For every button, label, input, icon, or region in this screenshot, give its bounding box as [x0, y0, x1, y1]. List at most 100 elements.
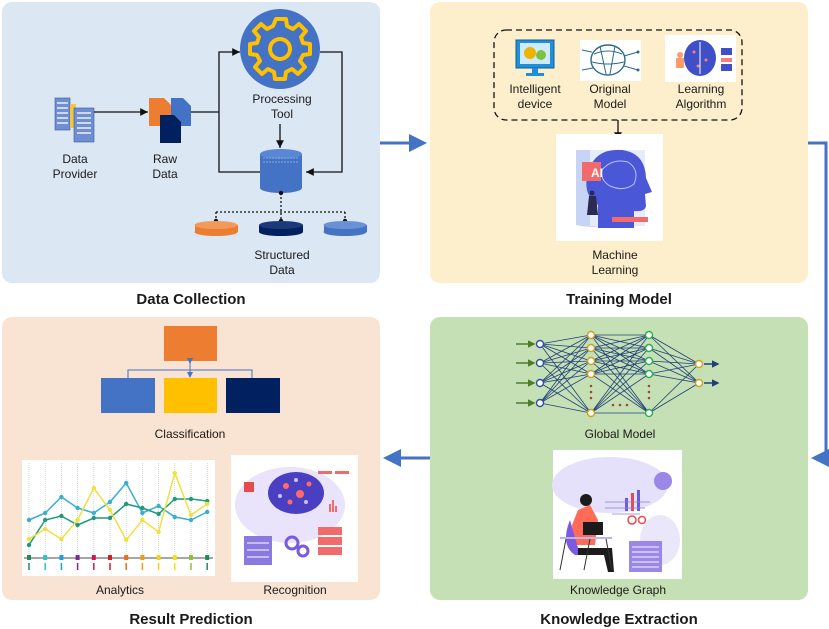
nn-edge [648, 363, 700, 375]
nn-edge [539, 334, 592, 345]
nn-edge [590, 360, 650, 414]
gear-icon [240, 9, 320, 89]
analytics-point [156, 503, 161, 509]
nn-edge [590, 334, 650, 375]
structured-db-navy [259, 221, 303, 236]
nn-edge [648, 382, 700, 414]
nn-edge [648, 347, 700, 365]
recognition-illustration [231, 455, 358, 582]
nn-edge [648, 334, 700, 384]
analytics-point [91, 485, 97, 491]
nn-edge [539, 382, 592, 414]
nn-edge [648, 360, 700, 365]
nn-edge [648, 334, 700, 365]
panel-title-data-collection: Data Collection [136, 291, 246, 308]
nn-edge [648, 373, 700, 384]
analytics-point [140, 505, 145, 511]
analytics-point [43, 517, 48, 523]
nn-ellipsis-dot [625, 403, 629, 407]
nn-edge [539, 360, 592, 384]
nn-edge [590, 360, 650, 375]
learning-algorithm-icon [665, 35, 736, 82]
analytics-point [43, 510, 48, 516]
nn-node [644, 356, 654, 366]
analytics-point [188, 517, 194, 523]
nn-edge [590, 347, 650, 375]
analytics-point [75, 522, 80, 528]
nn-ellipsis-dot [589, 396, 593, 400]
nn-edge [539, 360, 592, 364]
analytics-series-line [28, 498, 208, 546]
label-machine-learning: Machine Learning [591, 248, 639, 277]
nn-ellipsis-dot [647, 384, 651, 388]
analytics-series-line [28, 481, 208, 521]
nn-edge [590, 347, 650, 414]
nn-edge [648, 347, 700, 384]
nn-node [644, 369, 654, 379]
analytics-point [140, 517, 145, 523]
analytics-point [26, 536, 32, 542]
analytics-point [75, 505, 80, 511]
nn-edge [539, 362, 592, 414]
nn-edge [539, 347, 592, 404]
nn-node [586, 356, 596, 366]
structured-db-blue [323, 221, 367, 236]
nn-edge [539, 373, 592, 404]
nn-node [535, 339, 545, 349]
analytics-point [59, 536, 64, 542]
analytics-point [124, 501, 129, 507]
ai-badge-text: AI [591, 166, 603, 180]
ai-head-icon [556, 134, 663, 241]
class-box-navy [226, 378, 280, 413]
nn-node [586, 408, 596, 418]
label-recognition: Recognition [263, 583, 327, 597]
nn-node [644, 343, 654, 353]
label-classification: Classification [154, 427, 226, 441]
nn-ellipsis-dot [589, 384, 593, 388]
panel-title-result-prediction: Result Prediction [129, 611, 253, 628]
nn-node [644, 330, 654, 340]
nn-edge [648, 363, 700, 414]
analytics-series-line [28, 470, 208, 542]
analytics-point [172, 470, 177, 476]
analytics-marker [75, 555, 80, 560]
nn-node [586, 343, 596, 353]
label-structured-data: Structured Data [254, 248, 310, 277]
analytics-point [124, 537, 129, 543]
analytics-marker [189, 555, 193, 560]
nn-edge [539, 334, 592, 364]
connector-to-database [218, 112, 260, 173]
nn-edge [539, 334, 592, 384]
label-data-provider: Data Provider [52, 152, 98, 181]
analytics-point [107, 507, 113, 513]
label-analytics: Analytics [95, 583, 145, 597]
dotted-connectors [215, 193, 346, 221]
nn-edge [539, 343, 592, 349]
nn-node [586, 369, 596, 379]
analytics-marker [43, 555, 48, 560]
label-global-model: Global Model [584, 427, 656, 441]
analytics-point [59, 494, 64, 500]
nn-node [535, 358, 545, 368]
classification-tree [101, 326, 280, 413]
label-original-model: Original Model [589, 82, 631, 111]
analytics-point [156, 511, 161, 517]
label-processing-tool: Processing Tool [252, 92, 312, 121]
analytics-point [91, 515, 97, 521]
nn-ellipsis-dot [611, 403, 615, 407]
nn-edge [590, 373, 650, 414]
analytics-point [107, 499, 113, 505]
nn-node [694, 359, 704, 369]
analytics-point [59, 513, 64, 519]
nn-edge [539, 347, 592, 384]
analytics-point [188, 512, 194, 518]
nn-edge [590, 334, 650, 362]
nn-edge [648, 360, 700, 384]
analytics-point [75, 517, 80, 523]
analytics-point [205, 509, 210, 515]
analytics-point [43, 526, 48, 532]
flow-arrow-tm-to-ke [808, 141, 829, 467]
analytics-point [172, 496, 177, 502]
label-intelligent-device: Intelligent device [509, 82, 561, 111]
